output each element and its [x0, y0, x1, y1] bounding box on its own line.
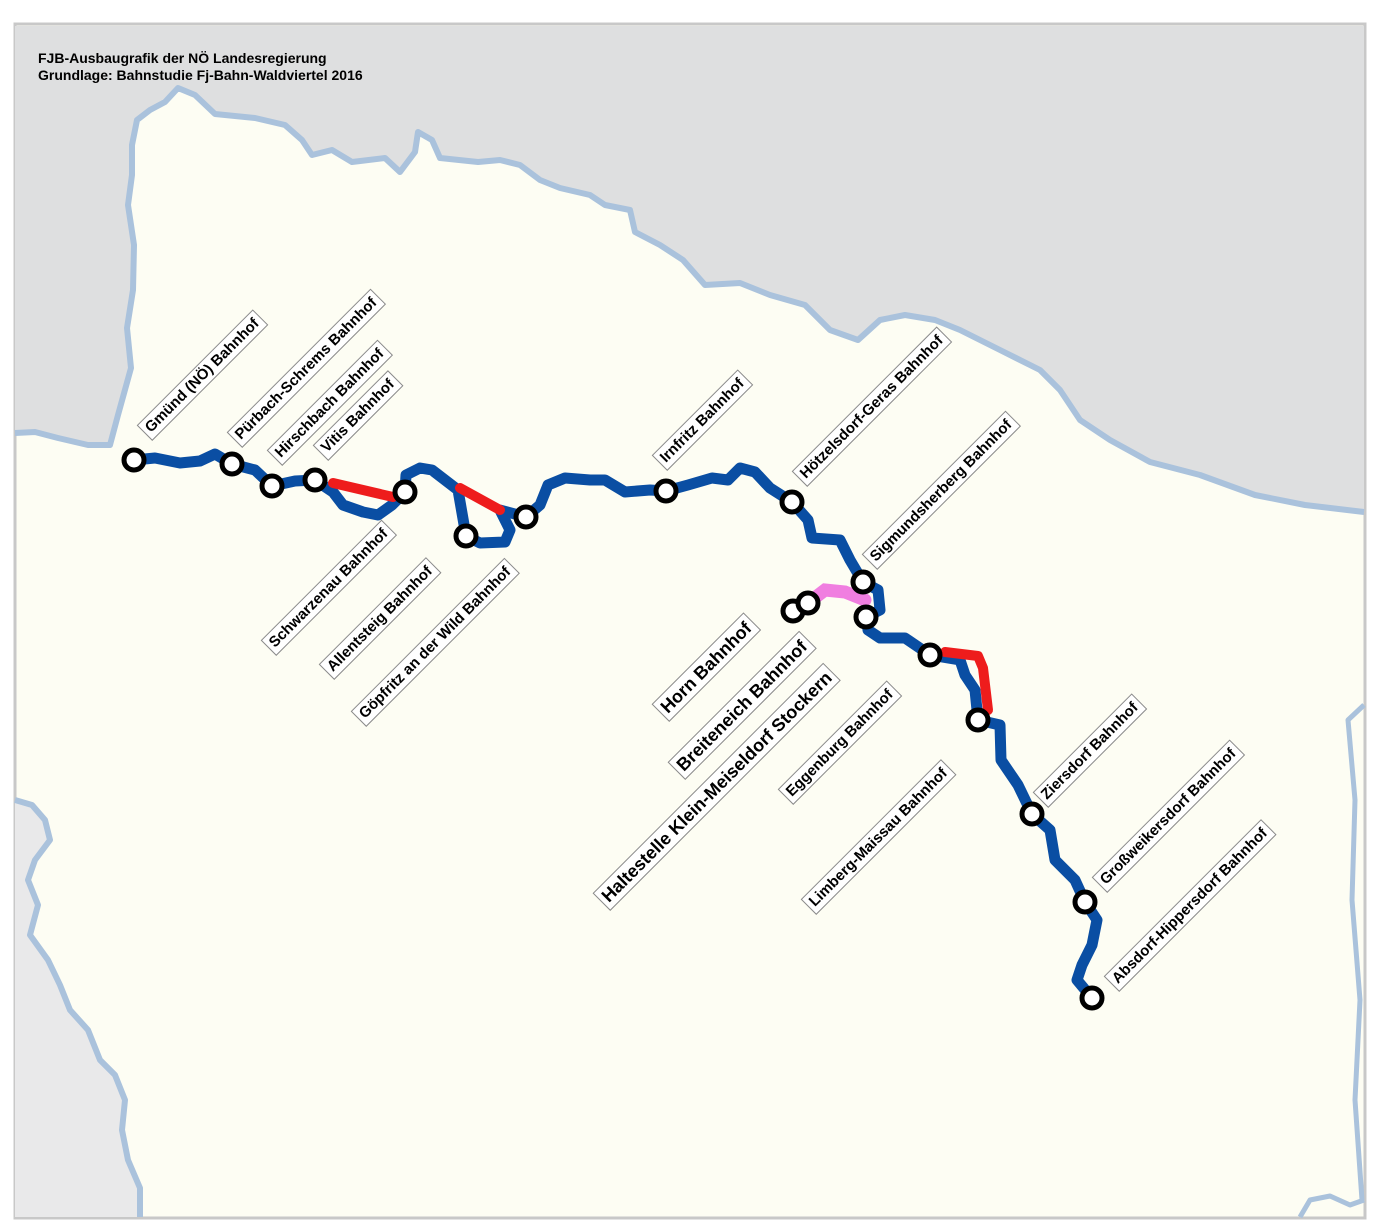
station-marker-breiteneich [795, 590, 821, 616]
station-label-box [800, 759, 957, 915]
station-label-box [1032, 693, 1148, 808]
station-marker-vitis [302, 467, 328, 493]
border-southwest [14, 797, 143, 1217]
map-caption: FJB-Ausbaugrafik der NÖ Landesregierung … [38, 50, 363, 84]
station-marker-eggenburg [917, 642, 943, 668]
neighbour-area-north [15, 26, 1364, 512]
station-marker-allentsteig [453, 523, 479, 549]
station-label-box [312, 370, 404, 461]
station-label-box [651, 369, 754, 471]
station-marker-sigmundsherberg [850, 569, 876, 595]
caption-line-2: Grundlage: Bahnstudie Fj-Bahn-Waldvierte… [38, 67, 363, 83]
border-southeast-corner [1297, 1193, 1365, 1219]
station-label-box [350, 557, 520, 727]
border-north [14, 85, 1365, 515]
station-label-box [667, 630, 817, 780]
track-new-allentsteig [455, 483, 505, 515]
station-marker-puerbach [219, 451, 245, 477]
track-new-schwarzenau [328, 478, 398, 502]
station-marker-kleinmeiseldorf [853, 604, 879, 630]
station-marker-schwarzenau [392, 479, 418, 505]
station-label-box [136, 309, 269, 441]
station-marker-limberg [965, 707, 991, 733]
station-marker-hoetzelsdorf [779, 489, 805, 515]
station-label-box [226, 288, 387, 448]
station-label-box [791, 326, 953, 487]
station-label-box [651, 612, 762, 722]
border-east [1345, 703, 1366, 1201]
station-marker-absdorf [1079, 985, 1105, 1011]
station-label-box [1103, 819, 1277, 992]
station-label-box [777, 680, 903, 805]
station-marker-gmuend [121, 447, 147, 473]
station-label-box [1091, 739, 1246, 893]
station-label-box [592, 662, 841, 911]
track-existing [128, 448, 1103, 1004]
station-marker-ziersdorf [1019, 801, 1045, 827]
neighbour-area-southwest [15, 800, 140, 1217]
station-marker-irnfritz [653, 478, 679, 504]
station-label-box [318, 557, 442, 680]
station-marker-hirschbach [259, 473, 285, 499]
station-label-box [861, 410, 1022, 570]
station-marker-goepfritz [513, 504, 539, 530]
track-new-limberg [940, 647, 993, 715]
caption-line-1: FJB-Ausbaugrafik der NÖ Landesregierung [38, 50, 327, 66]
station-label-box [266, 339, 394, 466]
station-label-box [260, 519, 398, 656]
station-marker-grossweikersdorf [1072, 889, 1098, 915]
